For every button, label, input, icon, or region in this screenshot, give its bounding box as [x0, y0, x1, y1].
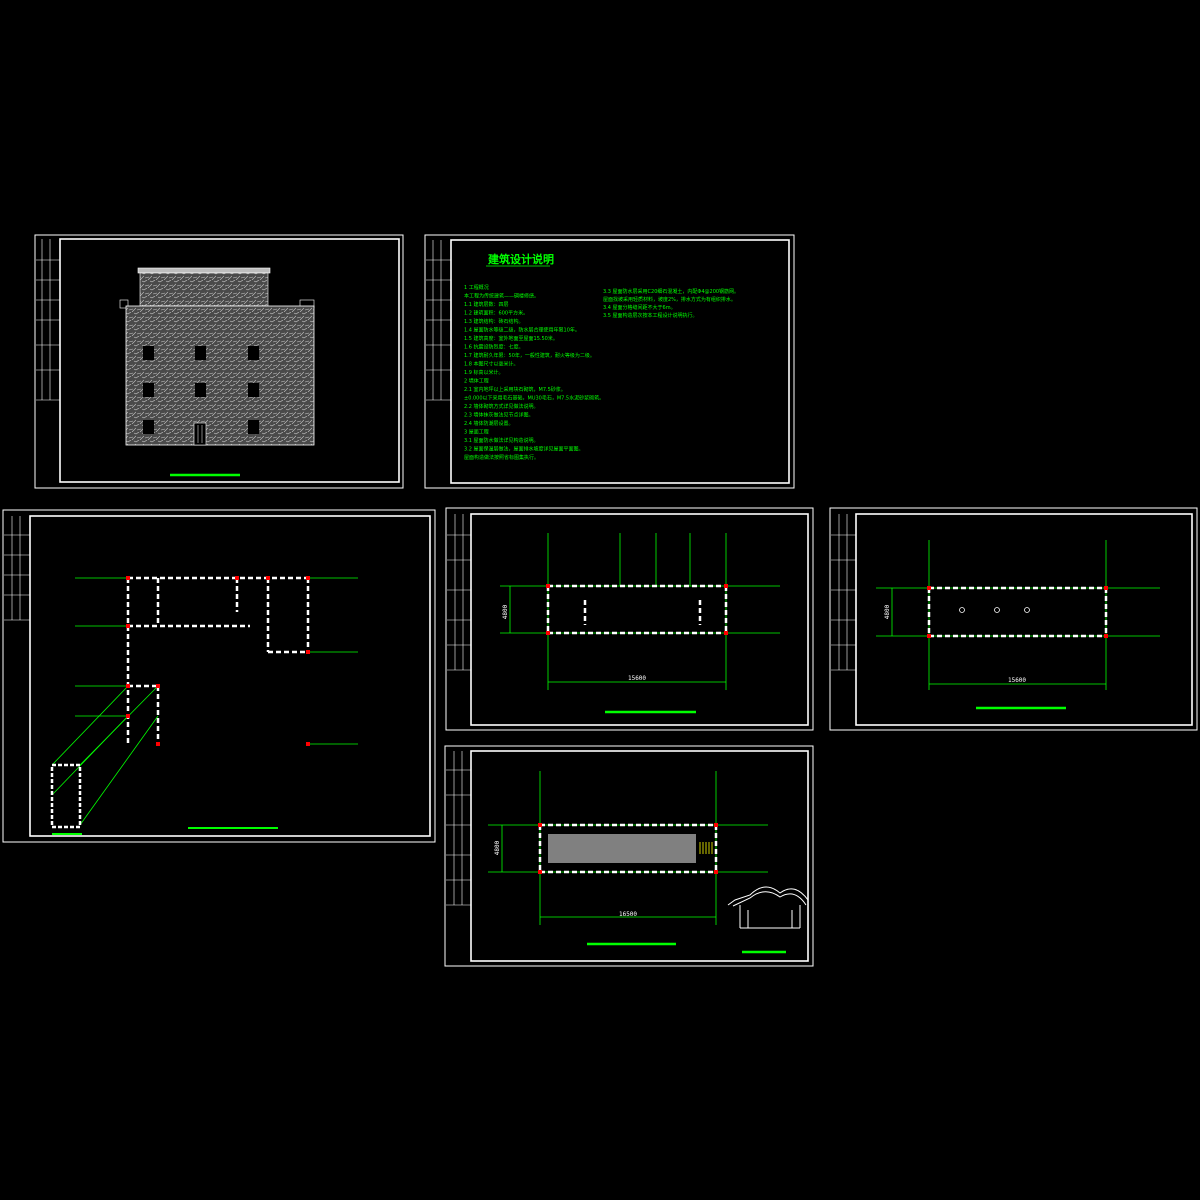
dimension-width: 16500	[619, 911, 637, 918]
axis-markers	[927, 586, 1108, 638]
title-block-strip	[447, 514, 471, 671]
note-line: 1 工程概况	[464, 284, 489, 291]
window	[248, 383, 259, 397]
notes-right-column: 3.3 屋面防水层采用C20细石混凝土，内配Φ4@200钢筋网。屋面找坡采用轻质…	[603, 288, 739, 319]
window	[195, 383, 206, 397]
axis-lines	[876, 540, 1160, 690]
note-line: 屋面构造做法按照省标图集执行。	[464, 454, 539, 461]
note-line: 1.6 抗震设防烈度：七度。	[464, 344, 524, 351]
axis-markers	[538, 823, 718, 874]
title-block-strip	[4, 516, 30, 621]
note-line: 1.2 建筑面积：600平方米。	[464, 310, 528, 317]
window	[143, 346, 154, 360]
window	[248, 420, 259, 434]
axis-lines	[51, 577, 358, 826]
sheet-roof-plan: 4800 16500	[444, 745, 814, 967]
window	[248, 346, 259, 360]
stair	[699, 842, 713, 854]
note-line: 3.3 屋面防水层采用C20细石混凝土，内配Φ4@200钢筋网。	[603, 288, 739, 295]
axis-lines	[500, 533, 780, 690]
note-line: 1.4 屋面防水等级二级，防水层合理使用年限10年。	[464, 327, 580, 334]
note-line: 2.2 墙体砌筑方式详见做法说明。	[464, 403, 539, 410]
note-line: 1.8 本图尺寸以毫米计。	[464, 361, 519, 368]
note-line: 3.2 屋面保温层做法，屋面排水坡度详见屋面平面图。	[464, 446, 584, 453]
walls	[546, 584, 728, 635]
note-line: 2.4 墙体防潮层设置。	[464, 420, 514, 427]
window	[143, 420, 154, 434]
sheet-plan-c: 4800 15600	[829, 507, 1198, 731]
watchtower-elevation	[119, 267, 315, 446]
roof-section-detail	[727, 886, 809, 929]
sheet-plan-b: 4800 15600	[445, 507, 814, 731]
note-line: 3.1 屋面防水做法详见构造说明。	[464, 437, 539, 444]
axis-markers	[546, 584, 728, 635]
walls	[927, 586, 1108, 638]
axis-markers	[126, 576, 310, 746]
note-line: 3 屋面工程	[464, 429, 489, 436]
window	[195, 346, 206, 360]
note-line: 2.3 墙体抹灰做法见节点详图。	[464, 412, 534, 419]
dimension-height: 4800	[502, 604, 509, 619]
walls	[538, 823, 718, 874]
title-block-strip	[36, 239, 60, 401]
note-line: ±0.000以下采用毛石基础，MU30毛石，M7.5水泥砂浆砌筑。	[464, 395, 604, 402]
note-line: 2 墙体工程	[464, 378, 489, 385]
note-line: 1.5 建筑高度：室外地面至屋面15.50米。	[464, 335, 558, 342]
notes-title: 建筑设计说明	[488, 252, 554, 266]
note-line: 1.1 建筑层数：四层	[464, 301, 509, 308]
tower-footprint	[50, 763, 82, 829]
note-line: 3.4 屋面分格缝间距不大于6m。	[603, 304, 676, 311]
note-line: 本工程为传统建筑——碉楼修缮。	[464, 293, 539, 300]
title-block-strip	[831, 514, 856, 671]
dimension-width: 15600	[1008, 677, 1026, 684]
title-block-strip	[446, 751, 471, 906]
note-line: 1.7 建筑耐久年限：50年，一般性建筑，耐火等级为二级。	[464, 352, 595, 359]
sheet-elevation	[34, 234, 404, 489]
window	[143, 383, 154, 397]
title-block-strip	[426, 240, 451, 401]
sheet-l-plan	[2, 509, 436, 843]
dimension-height: 4800	[494, 840, 501, 855]
note-line: 1.3 建筑结构：砖石结构。	[464, 318, 524, 325]
dimension-width: 15600	[628, 675, 646, 682]
note-line: 屋面找坡采用轻质材料，坡度2%，排水方式为有组织排水。	[603, 296, 736, 303]
note-line: 3.5 屋面构造层次按本工程设计说明执行。	[603, 312, 698, 319]
roof-slab	[548, 834, 696, 863]
note-line: 1.9 标高以米计。	[464, 369, 504, 376]
dimension-height: 4800	[884, 604, 891, 619]
note-line: 2.1 室内地坪以上采用块石砌筑，M7.5砂浆。	[464, 386, 566, 393]
column-markers	[959, 607, 1030, 613]
walls	[126, 576, 310, 745]
door	[193, 422, 207, 446]
